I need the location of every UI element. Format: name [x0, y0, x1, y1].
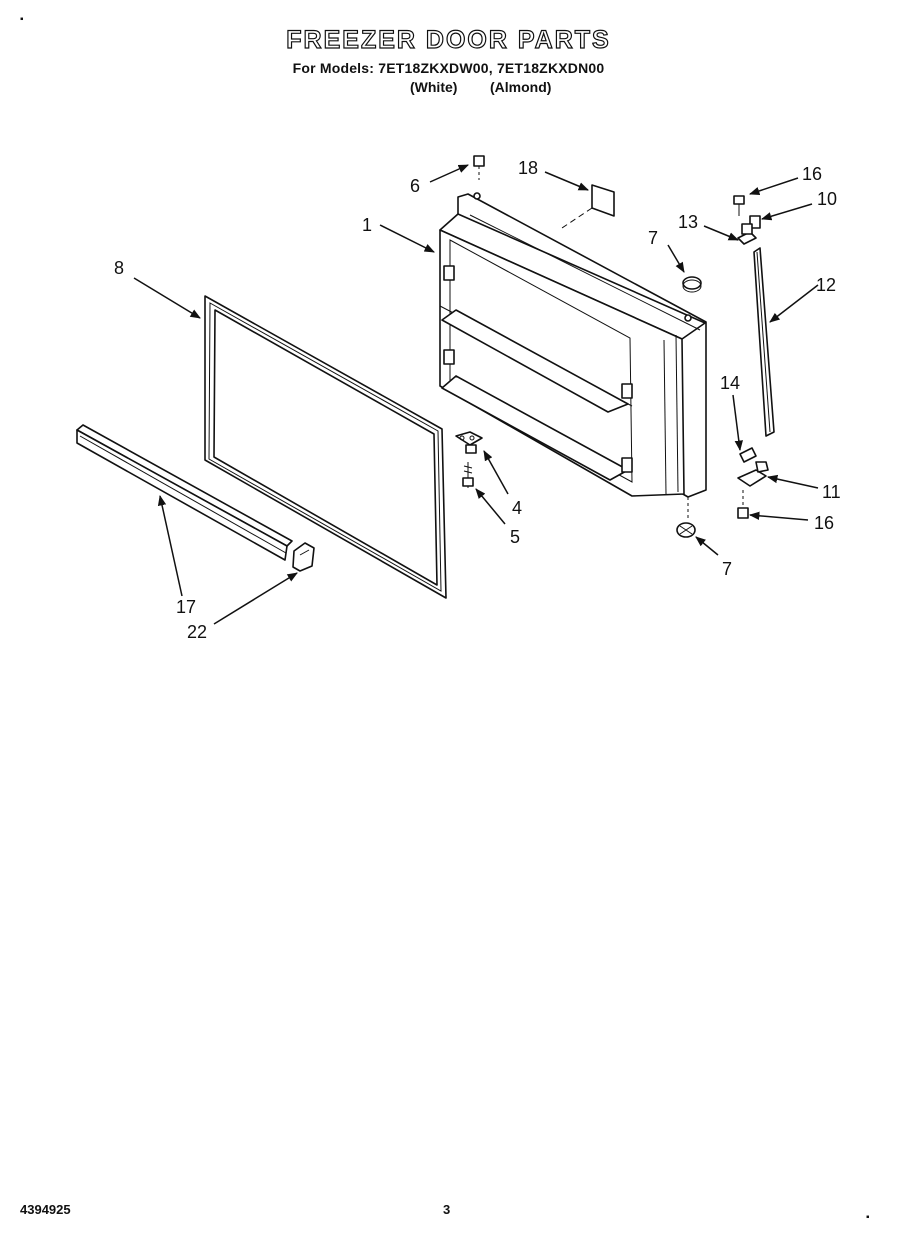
document-number: 4394925	[20, 1202, 71, 1217]
callout-18: 18	[518, 158, 538, 178]
variant-almond: (Almond)	[490, 79, 552, 95]
button-part-7-bottom	[676, 497, 696, 538]
callout-11: 11	[822, 482, 841, 502]
screw-part-5	[462, 462, 474, 488]
door-gasket-part-8	[204, 295, 447, 599]
callout-7-bottom: 7	[722, 559, 732, 579]
callout-16-bottom: 16	[814, 513, 834, 533]
models-line: For Models: 7ET18ZKXDW00, 7ET18ZKXDN00	[292, 60, 605, 76]
callout-4: 4	[512, 498, 522, 518]
end-cap-part-22	[292, 542, 315, 572]
callout-22: 22	[187, 622, 207, 642]
hinge-part-11	[737, 461, 769, 487]
corner-mark: ▪	[20, 14, 24, 25]
plug-part-6	[473, 155, 485, 180]
hinge-bracket-part-4	[455, 431, 483, 454]
door-stop-strip-part-12	[753, 247, 775, 437]
hinge-pin-part-14	[739, 447, 757, 463]
callout-5: 5	[510, 527, 520, 547]
callout-14: 14	[720, 373, 740, 393]
handle-trim-part-17	[76, 424, 293, 561]
callout-17: 17	[176, 597, 196, 617]
callout-1: 1	[362, 215, 372, 235]
page-number: 3	[443, 1202, 451, 1217]
label-part-18	[561, 184, 615, 229]
button-part-7-top	[682, 276, 702, 293]
callout-16-top: 16	[802, 164, 822, 184]
screw-part-16-top	[733, 195, 745, 216]
page-title: FREEZER DOOR PARTS	[286, 25, 611, 54]
callout-6: 6	[410, 176, 420, 196]
screw-part-16-bottom	[737, 490, 749, 519]
door-liner-part-1	[439, 192, 707, 498]
leader-lines	[133, 164, 819, 625]
callout-12: 12	[816, 275, 836, 295]
callout-7-top: 7	[648, 228, 658, 248]
corner-mark: ▪	[866, 1212, 870, 1223]
hinge-plate-part-13	[737, 223, 757, 245]
callout-10: 10	[817, 189, 837, 209]
variant-white: (White)	[410, 79, 458, 95]
callout-8: 8	[114, 258, 124, 278]
callout-13: 13	[678, 212, 698, 232]
